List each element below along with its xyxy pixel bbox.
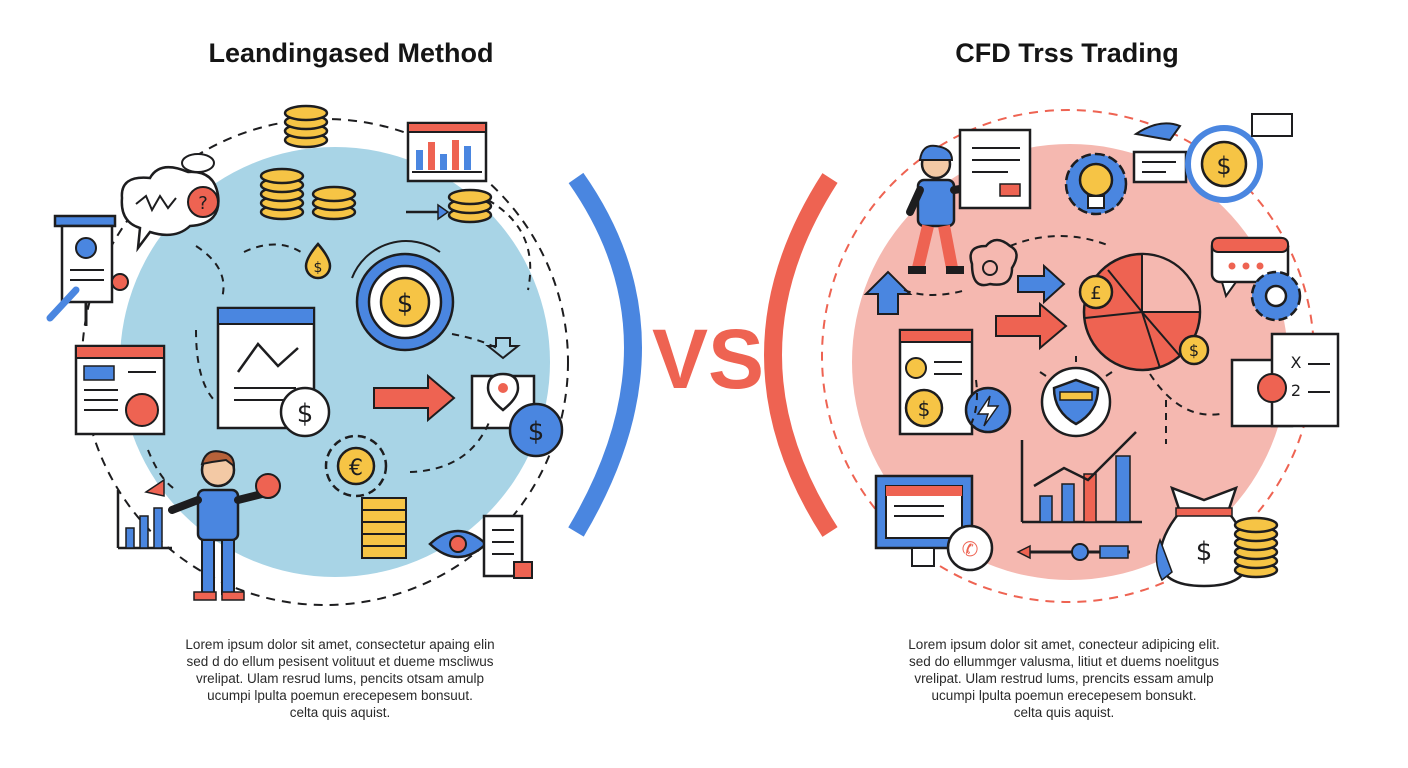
coin-stack-small-icon: [406, 188, 493, 224]
eye-checklist-icon: [428, 514, 533, 579]
dollar-target-icon: $: [351, 240, 455, 352]
lock-card-icon: $: [898, 328, 974, 436]
left-section-title: Leandingased Method: [208, 38, 494, 68]
svg-text:$: $: [1196, 537, 1213, 567]
speech-bubble-icon: ?: [120, 153, 220, 253]
scroll-document-icon: [958, 128, 1032, 210]
right-description-line: vrelipat. Ulam restrud lums, prencits es…: [914, 671, 1214, 686]
svg-text:✆: ✆: [962, 537, 979, 561]
location-card-icon: [470, 337, 536, 430]
left-description-line: Lorem ipsum dolor sit amet, consectetur …: [185, 637, 495, 652]
right-description-line: ucumpi lpulta poemun erecepesem bonsukt.: [931, 688, 1197, 703]
svg-text:€: €: [349, 456, 363, 481]
left-description-line: sed d do ellum pesisent volituut et duem…: [186, 654, 494, 669]
left-description-line: ucumpi lpulta poemun erecepesem bonsuut.: [207, 688, 473, 703]
coin-stack-right-icon: [1233, 516, 1279, 579]
document-chart-icon: $: [216, 306, 331, 438]
arrow-right-icon: [373, 373, 456, 423]
browser-window-icon: [74, 344, 166, 436]
dollar-drop-icon: $: [304, 242, 332, 280]
svg-text:$: $: [297, 399, 314, 429]
svg-text:X: X: [1291, 353, 1302, 372]
gear-icon: [1250, 270, 1302, 322]
slider-key-icon: [1016, 543, 1130, 561]
person-icon: [168, 450, 281, 601]
right-section-title: CFD Trss Trading: [955, 38, 1179, 68]
math-document-icon: X 2: [1230, 332, 1340, 428]
pound-coin-icon: £: [1078, 274, 1114, 310]
svg-text:$: $: [918, 397, 931, 421]
dollar-coin-small-icon: $: [1178, 334, 1210, 366]
bar-chart-icon: [406, 121, 488, 183]
right-description: Lorem ipsum dolor sit amet, conecteur ad…: [844, 636, 1284, 721]
right-description-line: sed do ellummger valusma, litiut et duem…: [909, 654, 1219, 669]
vs-label: VS: [652, 312, 764, 406]
arrow-right-red-icon: [995, 301, 1068, 351]
pie-chart-icon: [1082, 252, 1202, 372]
chat-bubble-icon: [1210, 236, 1290, 299]
arrow-up-icon: [863, 270, 913, 315]
svg-text:$: $: [1189, 341, 1199, 360]
shield-icon: [1039, 356, 1113, 438]
monitor-phone-icon: ✆: [874, 474, 994, 572]
trader-person-icon: [906, 144, 994, 274]
right-flow-connectors: [903, 235, 1221, 444]
lightbulb-gear-icon: [1064, 152, 1128, 216]
money-bag-icon: $: [1155, 485, 1250, 588]
left-description-line: celta quis aquist.: [289, 705, 391, 720]
bar-chart-small-icon: [116, 478, 172, 550]
presentation-board-icon: [46, 214, 129, 326]
svg-text:$: $: [397, 289, 414, 319]
svg-text:$: $: [314, 260, 323, 276]
right-description-line: celta quis aquist.: [1013, 705, 1115, 720]
svg-text:?: ?: [198, 193, 208, 214]
left-description: Lorem ipsum dolor sit amet, consectetur …: [120, 636, 560, 721]
left-blue-arc: [568, 172, 642, 537]
right-description-line: Lorem ipsum dolor sit amet, conecteur ad…: [908, 637, 1220, 652]
server-stack-icon: [361, 497, 407, 559]
dollar-magnifier-icon: $: [1132, 113, 1293, 203]
left-flow-connectors: [147, 199, 532, 491]
right-background-circle: [852, 144, 1288, 580]
lightning-badge-icon: [964, 386, 1012, 434]
svg-text:£: £: [1090, 283, 1101, 304]
gear-euro-icon: €: [324, 434, 388, 498]
left-description-line: vrelipat. Ulam resrud lums, pencits otsa…: [195, 671, 485, 686]
growth-chart-icon: [1020, 431, 1142, 524]
svg-text:2: 2: [1291, 381, 1301, 400]
svg-text:$: $: [528, 417, 545, 447]
cloud-idea-icon: [969, 238, 1018, 287]
dollar-coin-icon: $: [508, 402, 564, 458]
right-red-arc: [764, 173, 838, 537]
svg-text:$: $: [1216, 152, 1231, 180]
arrow-right-blue-icon: [1017, 263, 1066, 305]
